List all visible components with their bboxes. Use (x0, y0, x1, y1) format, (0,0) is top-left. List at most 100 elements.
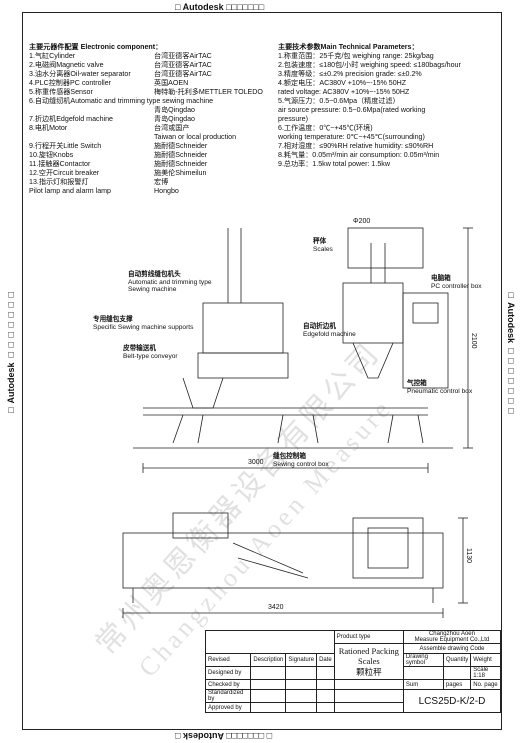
component-item: 12.空开Circuit breaker 施美伦Shimeilun (29, 169, 269, 178)
parameter-line: 4.额定电压：AC380V +10%~-15% 50HZ (278, 79, 407, 87)
label-en: Belt-type conveyor (123, 352, 178, 360)
label-cn: 自动剪线缝包机头 (128, 271, 181, 278)
tb-product-cn: 颗粒秤 (356, 666, 382, 677)
conveyor-label: 皮带输送机 Belt-type conveyor (123, 345, 178, 360)
pc-box-label: 电脑箱 PC controller box (431, 275, 482, 290)
scales-label: 秤体 Scales (313, 238, 333, 253)
dim-width: 3000 (248, 459, 264, 466)
dim-height: 2100 (470, 333, 477, 349)
tb-company-2: Measure Equipment Co.,Ltd (414, 637, 490, 643)
parameter-line: working temperature: 0℃~+45℃(surrounding… (278, 133, 425, 141)
component-item: 6.自动缝纫机Automatic and trimming type sewin… (29, 97, 269, 106)
label-en: Sewing control box (273, 460, 329, 468)
component-brand: 英国AOEN (154, 79, 189, 87)
component-brand: Taiwan or local production (154, 133, 237, 141)
component-label: 11.接触器Contactor (29, 160, 91, 168)
tb-revised: Revised (204, 653, 252, 667)
component-label: Pilot lamp and alarm lamp (29, 187, 112, 195)
component-item: Taiwan or local production (29, 133, 269, 142)
component-brand: 青岛Qingdao (154, 106, 196, 114)
component-item: 7.折边机Edgefold machine 青岛Qingdao (29, 115, 269, 124)
component-brand: 台湾亚德客AirTAC (154, 70, 212, 78)
component-brand: 施耐德Schneider (154, 160, 208, 168)
tb-sum: Sum (402, 679, 444, 690)
component-item: 8.电机Motor 台湾或国产 (29, 124, 269, 133)
tb-product-name: Rationed Packing Scales 颗粒秤 (333, 643, 404, 680)
tb-company: Changzhou Aoen Measure Equipment Co.,Ltd (402, 630, 502, 644)
component-label: 12.空开Circuit breaker (29, 169, 100, 177)
component-label: 10.旋钮Knobs (29, 151, 74, 159)
parameter-line: pressure) (278, 115, 308, 123)
parameter-line: 5.气源压力：0.5~0.6Mpa（精度过滤） (278, 97, 400, 105)
tb-product-type: Product type (333, 630, 404, 644)
component-brand: 施美伦Shimeilun (154, 169, 207, 177)
component-label: 5.称重传感器Sensor (29, 88, 93, 96)
component-title: 主要元器件配置 Electronic component： (29, 43, 163, 51)
label-en: Edgefold machine (303, 330, 356, 338)
component-list: 主要元器件配置 Electronic component： 1.气缸Cylind… (29, 43, 269, 196)
sewing-control-label: 缝包控制箱 Sewing control box (273, 453, 329, 468)
parameter-line: 6.工作温度：0℃~+45℃(环境) (278, 124, 373, 132)
label-en: Pneumatic control box (407, 387, 473, 395)
label-cn: 秤体 (313, 238, 327, 245)
component-brand: 青岛Qingdao (154, 115, 196, 123)
component-label: 3.油水分离器Oil-water separator (29, 70, 131, 78)
parameter-line: 1.称重范围：25千克/包 weighing range: 25kg/bag (278, 52, 434, 60)
label-en: Automatic and trimming type Sewing machi… (128, 278, 212, 294)
parameter-list: 主要技术参数Main Technical Parameters： 1.称重范围：… (278, 43, 500, 169)
tb-no-label: No. (473, 681, 483, 688)
title-block: Product type Changzhou Aoen Measure Equi… (204, 630, 502, 713)
component-brand: 台湾亚德客AirTAC (154, 52, 212, 60)
label-en: Scales (313, 245, 333, 253)
tb-quantity: Quantity (442, 653, 472, 667)
tb-drawing: Assemble drawing Code (402, 643, 502, 654)
header-top: □ Autodesk □□□□□□□ (175, 2, 265, 12)
parameter-line: air source pressure: 0.5~0.6Mpa(rated wo… (278, 106, 426, 114)
component-item: 10.旋钮Knobs 施耐德Schneider (29, 151, 269, 160)
component-label: 13.指示灯和报警灯 (29, 178, 89, 186)
parameter-line: 9.总功率：1.5kw total power: 1.5kw (278, 160, 390, 168)
sewing-machine-label: 自动剪线缝包机头 Automatic and trimming type Sew… (128, 271, 212, 294)
component-label: 1.气缸Cylinder (29, 52, 76, 60)
tb-weight: Weight (470, 653, 501, 667)
tb-scale-label: Scale (473, 667, 489, 673)
component-label: 9.行程开关Little Switch (29, 142, 102, 150)
component-item: 青岛Qingdao (29, 106, 269, 115)
component-brand: 台湾或国产 (154, 124, 190, 132)
machine-drawing (122, 227, 473, 618)
tb-no: No. page (470, 679, 501, 690)
tb-code: LCS25D-K/2-D (402, 689, 502, 713)
dim-length: 3420 (268, 604, 284, 611)
parameter-line: 3.精度等级：≤±0.2% precision grade: ≤±0.2% (278, 70, 422, 78)
dim-depth: 1130 (465, 548, 472, 564)
tb-company-1: Changzhou Aoen (428, 631, 475, 637)
header-right: □ Autodesk □□□□□□□ (506, 290, 516, 416)
tb-scale-val: 1:18 (473, 673, 485, 679)
component-label: 8.电机Motor (29, 124, 68, 132)
label-cn: 电脑箱 (431, 275, 451, 282)
label-en: Specific Sewing machine supports (93, 323, 194, 331)
parameter-line: rated voltage: AC380V +10%~-15% 50HZ (278, 88, 410, 96)
special-support-label: 专用缝包支撑 Specific Sewing machine supports (93, 316, 193, 331)
component-label: 2.电磁阀Magnetic valve (29, 61, 104, 69)
component-item: 11.接触器Contactor 施耐德Schneider (29, 160, 269, 169)
component-brand: 施耐德Schneider (154, 151, 208, 159)
label-cn: 自动折边机 (303, 323, 336, 330)
component-label: 7.折边机Edgefold machine (29, 115, 113, 123)
label-en: PC controller box (431, 282, 482, 290)
tb-product-en: Rationed Packing Scales (338, 645, 399, 666)
parameter-title: 主要技术参数Main Technical Parameters： (278, 43, 419, 51)
tb-sign: Signature (285, 653, 318, 667)
tb-approved: Approved by (204, 702, 252, 713)
header-left: □ Autodesk □□□□□□□ (6, 290, 16, 416)
tb-date: Date (316, 653, 335, 667)
parameter-line: 7.相对湿度：≤90%RH relative humidity: ≤90%RH (278, 142, 434, 150)
tb-checked: Checked by (204, 679, 252, 690)
parameter-line: 8.耗气量：0.05m³/min air consumption: 0.05m³… (278, 151, 440, 159)
tb-pages: pages (442, 679, 472, 690)
tb-scale: Scale 1:18 (470, 666, 501, 680)
component-item: 13.指示灯和报警灯宏博 (29, 178, 269, 187)
